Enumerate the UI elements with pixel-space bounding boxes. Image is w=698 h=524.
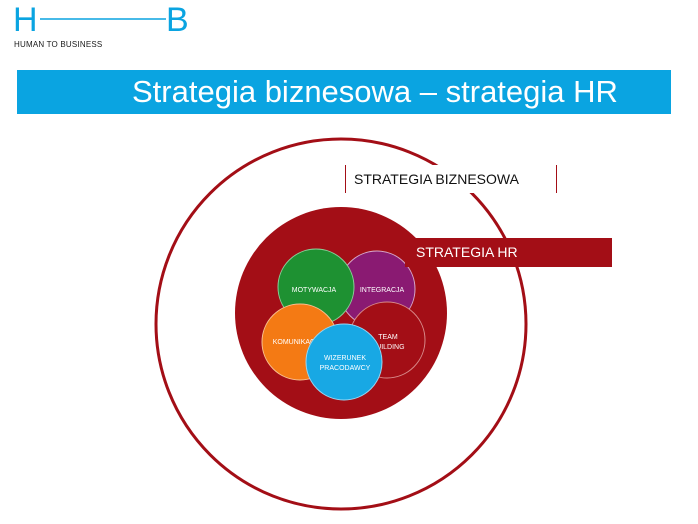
node-wizerunek-circle	[305, 323, 383, 401]
node-komunikacja-label: KOMUNIKACJA	[273, 339, 324, 346]
title-bar-accent	[17, 70, 127, 114]
logo-tagline: HUMAN TO BUSINESS	[14, 40, 103, 49]
logo-letter-h: H	[13, 1, 38, 39]
page-title: Strategia biznesowa – strategia HR	[132, 74, 618, 109]
node-wizerunek: WIZERUNEK PRACODAWCY	[305, 323, 383, 401]
node-wizerunek-label-1: WIZERUNEK	[324, 355, 366, 362]
logo-mark: H B	[13, 1, 189, 39]
node-team-building-label-2: BUILDING	[371, 344, 404, 351]
logo: H B HUMAN TO BUSINESS	[0, 0, 200, 60]
node-integracja-label: INTEGRACJA	[360, 287, 405, 294]
node-wizerunek-label-2: PRACODAWCY	[320, 365, 371, 372]
node-team-building-label-1: TEAM	[378, 334, 398, 341]
node-motywacja-label: MOTYWACJA	[292, 287, 337, 294]
logo-letter-b: B	[166, 1, 189, 39]
business-strategy-label: STRATEGIA BIZNESOWA	[345, 165, 557, 193]
hr-strategy-label: STRATEGIA HR	[405, 238, 612, 267]
